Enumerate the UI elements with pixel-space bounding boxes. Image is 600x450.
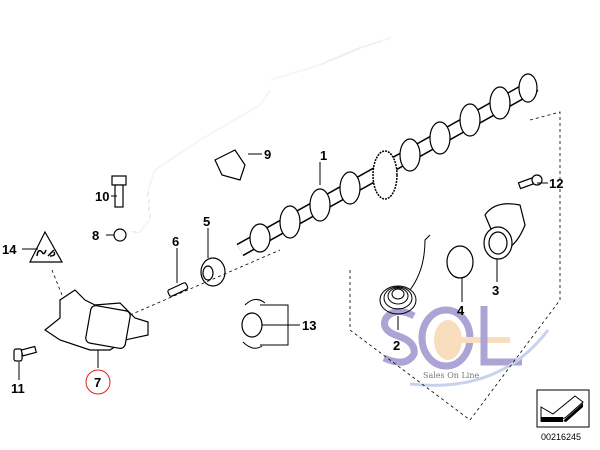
sol-watermark <box>381 306 550 387</box>
callout-7[interactable]: 7 <box>94 375 101 390</box>
callout-6: 6 <box>172 234 179 249</box>
watermark-subtitle: Sales On Line <box>423 371 479 380</box>
sensor-7 <box>43 289 149 351</box>
callout-9: 9 <box>264 147 271 162</box>
callout-12: 12 <box>549 176 563 191</box>
ring-5 <box>200 257 226 287</box>
callout-2: 2 <box>393 338 400 353</box>
callout-4: 4 <box>457 303 465 318</box>
callout-8: 8 <box>92 228 99 243</box>
callout-11: 11 <box>11 381 25 396</box>
watermark-s-shape <box>381 308 418 366</box>
callout-5: 5 <box>203 214 210 229</box>
spring-2 <box>379 234 431 315</box>
highlight-circle-7 <box>85 369 111 395</box>
leader-lines <box>18 153 548 380</box>
callout-1: 1 <box>320 148 327 163</box>
seal-ring-4 <box>446 245 474 279</box>
piston-3 <box>483 203 526 260</box>
screw-6 <box>167 282 189 297</box>
camshaft <box>236 73 539 257</box>
assembly-outline <box>349 111 561 421</box>
callout-14: 14 <box>2 242 17 257</box>
bolt-11 <box>13 345 38 362</box>
callout-10: 10 <box>95 189 109 204</box>
bearing-13 <box>241 299 266 349</box>
callout-13: 13 <box>302 318 316 333</box>
catalog-arrow-icon <box>536 389 590 428</box>
bolt-12 <box>517 174 543 190</box>
callout-3: 3 <box>492 283 499 298</box>
bracket-9 <box>214 149 246 181</box>
banjo-fitting <box>113 228 127 242</box>
catalog-number: 00216245 <box>541 432 581 442</box>
warning-label-14 <box>29 230 64 263</box>
bolt-10 <box>111 175 127 208</box>
